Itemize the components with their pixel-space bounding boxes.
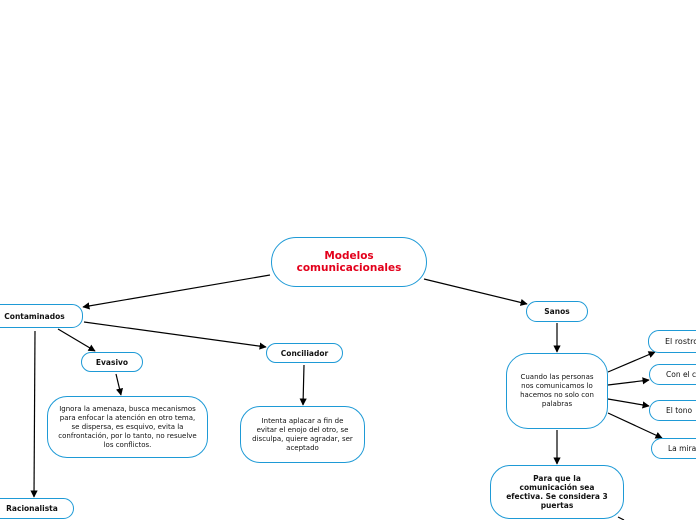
node-evasivo-description[interactable]: Ignora la amenaza, busca mecanismos para… [47, 396, 208, 458]
node-text: Ignora la amenaza, busca mecanismos para… [58, 404, 197, 449]
edge-root-sanos [423, 278, 528, 306]
edge-desc-tono [607, 398, 650, 409]
node-el-tono[interactable]: El tono [649, 400, 696, 421]
edge-desc-conel [607, 377, 650, 386]
node-label: Racionalista [6, 504, 58, 513]
node-label: Con el c [666, 369, 696, 379]
edge-desc-mirada [607, 412, 663, 439]
node-con-el[interactable]: Con el c [649, 364, 696, 385]
node-comunicacion-efectiva[interactable]: Para que la comunicación sea efectiva. S… [490, 465, 624, 519]
node-evasivo[interactable]: Evasivo [81, 352, 143, 372]
node-conciliador-description[interactable]: Intenta aplacar a fin de evitar el enojo… [240, 406, 365, 463]
edge-contaminados-evasivo [57, 328, 96, 352]
node-conciliador[interactable]: Conciliador [266, 343, 343, 363]
node-la-mirada[interactable]: La mirada [651, 438, 696, 459]
edge-contaminados-conciliador [83, 321, 267, 350]
root-title: Modelos comunicacionales [296, 250, 402, 274]
root-node[interactable]: Modelos comunicacionales [271, 237, 427, 287]
edge-root-contaminados [82, 274, 271, 310]
node-sanos[interactable]: Sanos [526, 301, 588, 322]
node-label: La mirada [668, 443, 696, 453]
edge-desc-rostro [607, 351, 656, 373]
edge-evasivo-desc [115, 373, 124, 396]
node-label: Sanos [544, 307, 570, 316]
node-label: El rostro [665, 336, 696, 346]
node-label: Conciliador [280, 348, 329, 358]
edge-conciliador-desc [299, 364, 307, 406]
node-text: Cuando las personas nos comunicamos lo h… [520, 373, 594, 408]
node-sanos-description[interactable]: Cuando las personas nos comunicamos lo h… [506, 353, 608, 429]
edge-contaminados-racionalista [30, 330, 38, 498]
node-label: Contaminados [4, 311, 65, 321]
node-label: Evasivo [95, 357, 129, 367]
node-racionalista[interactable]: Racionalista [0, 498, 74, 519]
node-text: Intenta aplacar a fin de evitar el enojo… [252, 416, 353, 452]
node-label: Para que la comunicación sea efectiva. S… [506, 474, 608, 510]
node-label: El tono [666, 405, 693, 415]
node-el-rostro[interactable]: El rostro [648, 330, 696, 353]
node-contaminados[interactable]: Contaminados [0, 304, 83, 328]
